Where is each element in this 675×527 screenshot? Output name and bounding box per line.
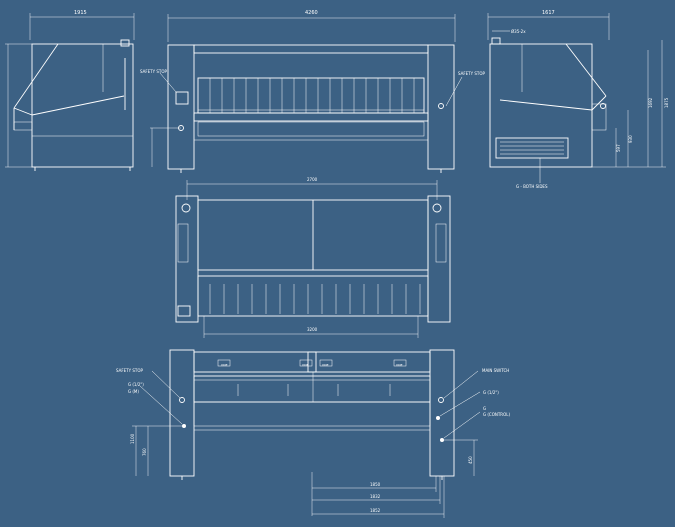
rear-g-right-3: G (CONTROL): [483, 412, 510, 417]
rear-g-right-1: G (1/2"): [483, 390, 499, 395]
safety-stop-label-front: SAFETY STOP: [140, 69, 167, 74]
height-total-label: 1875: [664, 97, 669, 108]
rear-label-4: ONE: [396, 363, 403, 367]
right-side-frame: [489, 43, 593, 168]
front-view: 4260: [140, 10, 485, 173]
rear-g-right-2: G: [483, 406, 486, 411]
top-width-label: 2700: [307, 177, 318, 182]
main-switch-label: MAIN SWITCH: [482, 368, 509, 373]
rear-label-3: ONE: [322, 363, 329, 367]
rear-label-2: ONE: [302, 363, 309, 367]
side-view-right: 1617 Ø35-2x G - BOTH SIDES 1875 1692 930…: [487, 10, 669, 189]
side-frame: [31, 43, 134, 168]
safety-stop-button-right: [438, 103, 444, 109]
height-upper-label: 1692: [648, 97, 653, 108]
rear-height-label-1: 1100: [130, 433, 135, 444]
bottom-dim-3: 1852: [370, 508, 381, 513]
right-frame: [427, 44, 455, 170]
side-view-left: 1915: [5, 10, 135, 171]
bottom-dim-2: 1832: [370, 494, 381, 499]
rear-main-switch-button: [438, 397, 444, 403]
top-view: 2700 3200: [175, 177, 451, 338]
rear-right-frame: [429, 349, 455, 477]
rear-safety-stop-button: [179, 397, 185, 403]
rear-left-frame: [169, 349, 195, 477]
front-width-label: 4260: [305, 10, 318, 16]
left-frame: [167, 44, 195, 170]
top-right-frame: [427, 195, 451, 323]
height-mid-label: 930: [628, 135, 633, 143]
rear-height-label-2: 760: [142, 448, 147, 456]
safety-stop-label-front-right: SAFETY STOP: [458, 71, 485, 76]
rear-view: SAFETY STOP G (1/2") G (M) 1100 760 MAIN…: [116, 349, 510, 518]
rear-right-height-label: 450: [468, 456, 473, 464]
exhaust-label: G - BOTH SIDES: [516, 184, 548, 189]
rear-g-left-2: G (M): [128, 389, 139, 394]
bottom-width-label: 3200: [307, 327, 318, 332]
top-left-frame: [175, 195, 199, 323]
bottom-dim-1: 1850: [370, 482, 381, 487]
rear-label-1: ONE: [221, 363, 228, 367]
height-low-label: 597: [616, 144, 621, 152]
feed-slats: [209, 78, 415, 113]
rear-safety-stop-label: SAFETY STOP: [116, 368, 143, 373]
pipe-diameter-label: Ø35-2x: [511, 29, 526, 34]
exhaust-grille: [495, 137, 569, 159]
rear-g-left-1: G (1/2"): [128, 382, 144, 387]
control-panel-left: [175, 91, 189, 105]
right-width-label: 1617: [542, 10, 555, 16]
width-dimension-label: 1915: [74, 10, 87, 16]
